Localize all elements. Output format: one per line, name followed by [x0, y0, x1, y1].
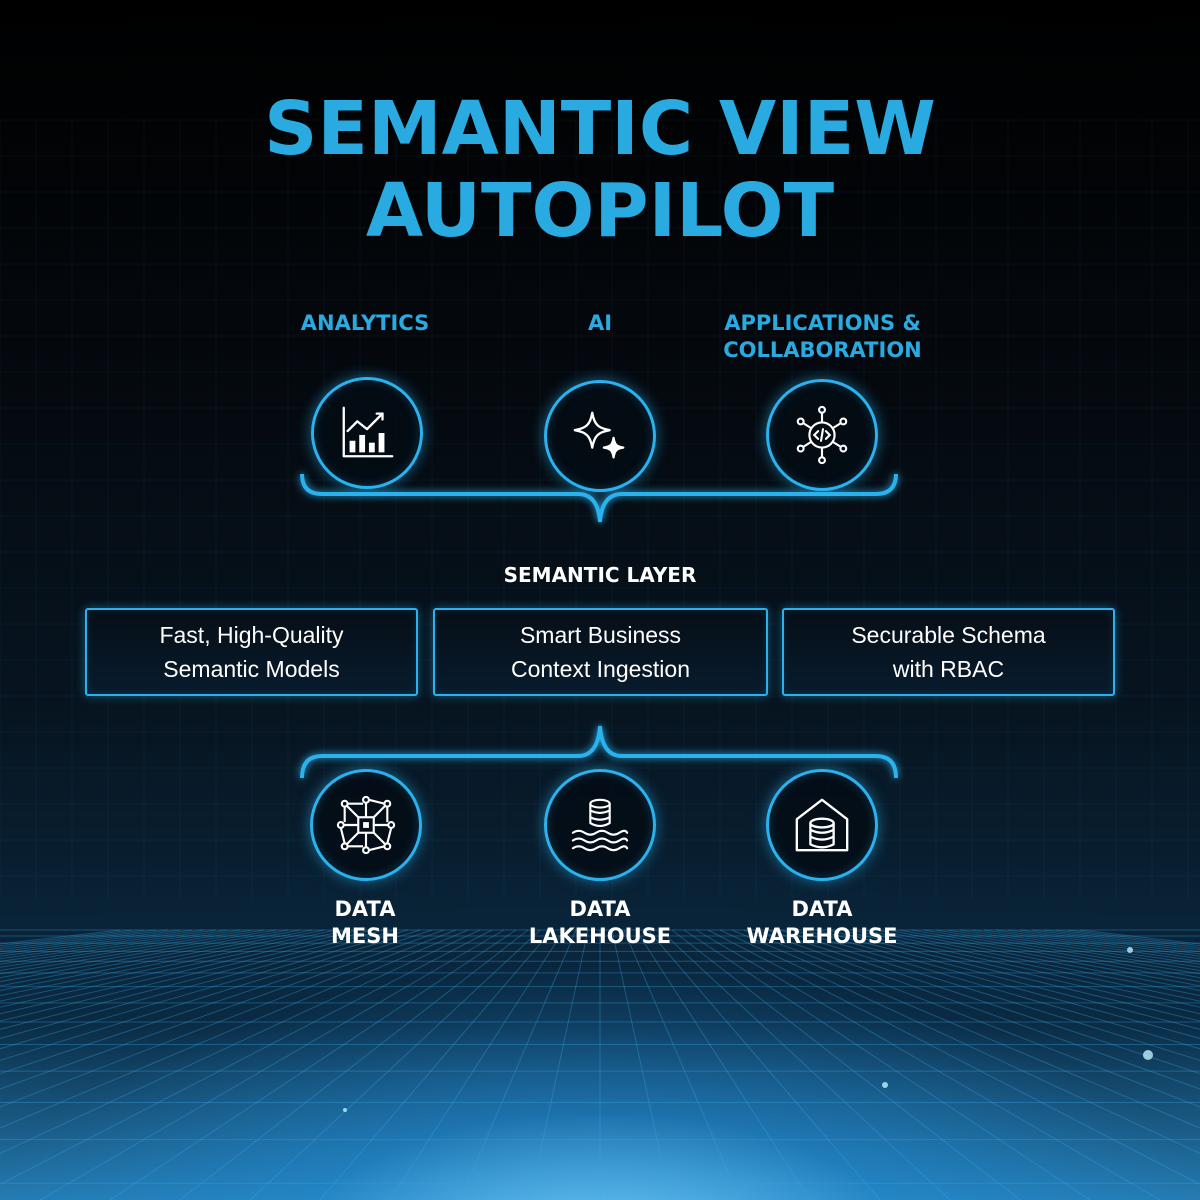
caption-data-mesh: DATA MESH: [331, 897, 399, 948]
bar-chart-trend-icon: [342, 406, 394, 458]
caption-analytics: ANALYTICS: [300, 311, 430, 335]
semantic-layer-label: SEMANTIC LAYER: [503, 563, 697, 587]
ai-circle: [544, 380, 656, 492]
code-network-icon: [796, 405, 848, 465]
data-warehouse-circle: [766, 769, 878, 881]
caption-applications: APPLICATIONS & COLLABORATION: [723, 311, 922, 362]
database-waves-icon: [571, 798, 629, 852]
analytics-circle: [311, 377, 423, 489]
securable-schema-box: Securable Schema with RBAC: [782, 608, 1115, 696]
semantic-models-box: Fast, High-Quality Semantic Models: [85, 608, 418, 696]
context-ingestion-box: Smart Business Context Ingestion: [433, 608, 768, 696]
page-title: SEMANTIC VIEW AUTOPILOT: [0, 88, 1200, 252]
applications-circle: [766, 379, 878, 491]
title-line-2: AUTOPILOT: [365, 168, 835, 254]
warehouse-database-icon: [795, 798, 849, 852]
mesh-network-icon: [336, 795, 396, 855]
caption-data-lakehouse: DATA LAKEHOUSE: [528, 897, 672, 948]
data-lakehouse-circle: [544, 769, 656, 881]
data-mesh-circle: [310, 769, 422, 881]
sparkles-icon: [573, 411, 625, 459]
title-line-1: SEMANTIC VIEW: [264, 86, 936, 172]
caption-data-warehouse: DATA WAREHOUSE: [746, 897, 898, 948]
caption-ai: AI: [587, 311, 613, 335]
